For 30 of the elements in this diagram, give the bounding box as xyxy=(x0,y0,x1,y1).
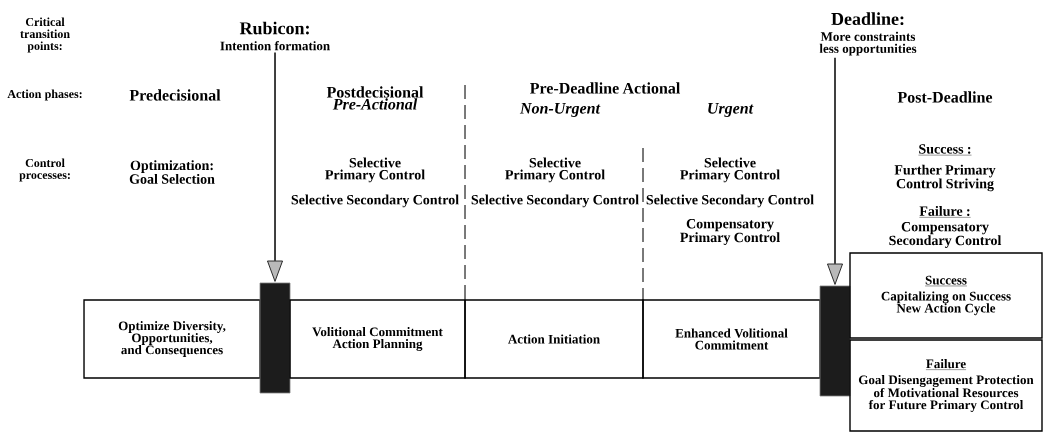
phase-label: Urgent xyxy=(708,103,754,117)
phase-label: Post-Deadline xyxy=(897,91,993,103)
transition-heading: Deadline: More constraints less opportunities xyxy=(819,12,917,56)
phase-box: Failure Goal Disengagement Protection of Motivational Resources for Future Primary Control xyxy=(849,339,1043,432)
phase-label: Non-Urgent xyxy=(519,103,601,117)
phase-label: Pre-Deadline Actional xyxy=(530,82,680,94)
process-label: Selective Primary Control xyxy=(325,157,425,183)
row-heading: Action phases: xyxy=(7,89,82,101)
process-label: Optimization: Goal Selection xyxy=(129,160,215,184)
phase-label: Predecisional xyxy=(129,89,221,101)
process-label: Selective Secondary Control xyxy=(471,194,639,208)
phase-box: Success Capitalizing on Success New Action Cycle xyxy=(849,252,1043,339)
process-label: Failure : xyxy=(919,206,971,218)
transition-bar xyxy=(819,285,851,397)
transition-heading: Rubicon: Intention formation xyxy=(220,21,330,51)
transition-bar xyxy=(259,282,291,394)
process-label: Selective Secondary Control xyxy=(646,194,814,208)
phase-box: Volitional Commitment Action Planning xyxy=(289,299,466,379)
arrow xyxy=(827,57,843,285)
row-heading: Control processes: xyxy=(19,158,70,182)
row-heading: Critical transition points: xyxy=(20,17,70,53)
process-label: Further Primary Control Striving xyxy=(894,164,996,192)
process-label: Selective Primary Control xyxy=(505,157,605,183)
process-label: Selective Secondary Control xyxy=(291,194,459,208)
process-label: Selective Primary Control xyxy=(680,157,780,183)
process-label: Compensatory Primary Control xyxy=(680,219,780,245)
phase-box: Action Initiation xyxy=(464,299,644,379)
phase-label: Postdecisional Pre-Actional xyxy=(326,86,424,110)
arrow xyxy=(267,51,283,282)
process-label: Success : xyxy=(918,144,972,156)
